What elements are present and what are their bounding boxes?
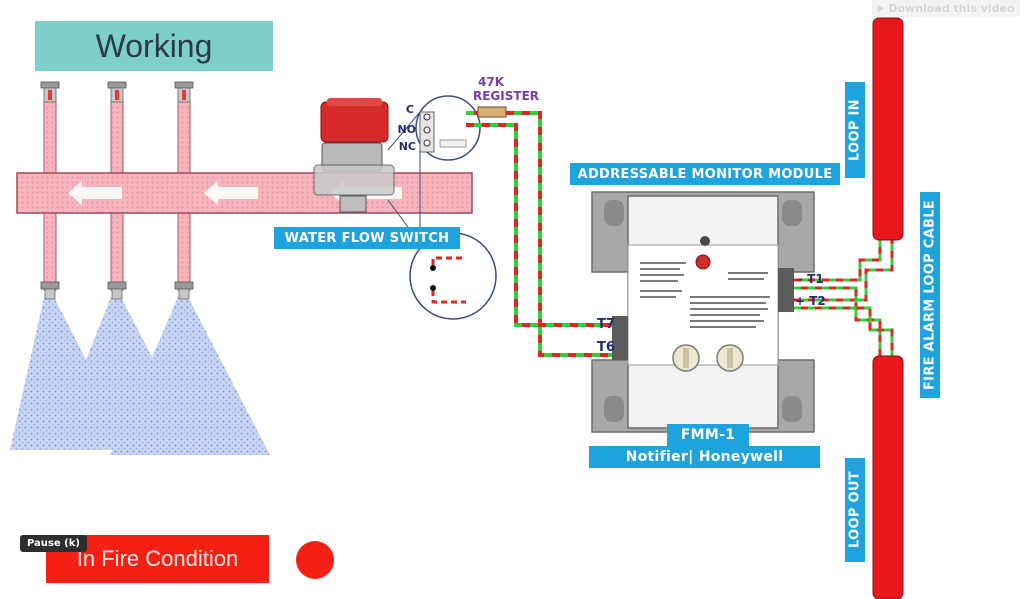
monitor-module-label: ADDRESSABLE MONITOR MODULE [570, 163, 840, 185]
module-to-loop-wiring [794, 240, 894, 356]
terminal-nc-label: NC [399, 140, 416, 153]
terminal-t2-label: + T2 [795, 294, 826, 308]
brand-label: Notifier| Honeywell [589, 446, 820, 468]
sprinkler-head-icon [107, 81, 127, 103]
resistor-value-label: 47K [478, 75, 505, 89]
alarm-indicator-dot [296, 541, 334, 579]
terminal-t1-label: - T1 [798, 272, 824, 286]
terminal-c-label: C [406, 103, 414, 116]
download-video-label: Download this video [888, 2, 1015, 15]
terminal-block [419, 111, 467, 153]
download-video-button[interactable]: ▶ Download this video [872, 0, 1020, 17]
page-title: Working [35, 21, 273, 71]
water-flow-switch-device [313, 98, 395, 213]
terminal-t7-label: T7 [597, 317, 615, 332]
sprinkler-head-icon [107, 281, 127, 300]
loop-out-label: LOOP OUT [845, 458, 865, 562]
loop-cable-label: FIRE ALARM LOOP CABLE [920, 192, 940, 398]
monitor-module-device [591, 191, 815, 433]
water-spray-group [10, 297, 270, 455]
play-icon: ▶ [877, 3, 885, 14]
loop-out-cable [872, 355, 904, 599]
sprinkler-head-icon [174, 281, 194, 300]
pause-tooltip: Pause (k) [20, 535, 87, 552]
sprinkler-head-icon [40, 81, 60, 103]
sprinkler-heads-top [40, 81, 194, 103]
switch-to-module-wiring [466, 106, 612, 357]
water-flow-switch-label: WATER FLOW SWITCH [274, 227, 460, 249]
module-model-label: FMM-1 [667, 424, 749, 446]
switch-contact-symbol [430, 256, 466, 304]
flow-arrow-left-icon [204, 181, 258, 205]
sprinkler-heads-bottom [40, 281, 194, 300]
loop-in-label: LOOP IN [845, 82, 865, 178]
loop-in-cable [872, 17, 904, 241]
flow-arrow-left-icon [68, 181, 122, 205]
resistor-icon [477, 106, 507, 118]
resistor-word-label: REGISTER [473, 89, 539, 103]
terminal-no-label: NO [397, 123, 416, 136]
sprinkler-head-icon [174, 81, 194, 103]
terminal-t6-label: T6 [597, 340, 615, 355]
sprinkler-head-icon [40, 281, 60, 300]
water-spray [110, 297, 270, 455]
